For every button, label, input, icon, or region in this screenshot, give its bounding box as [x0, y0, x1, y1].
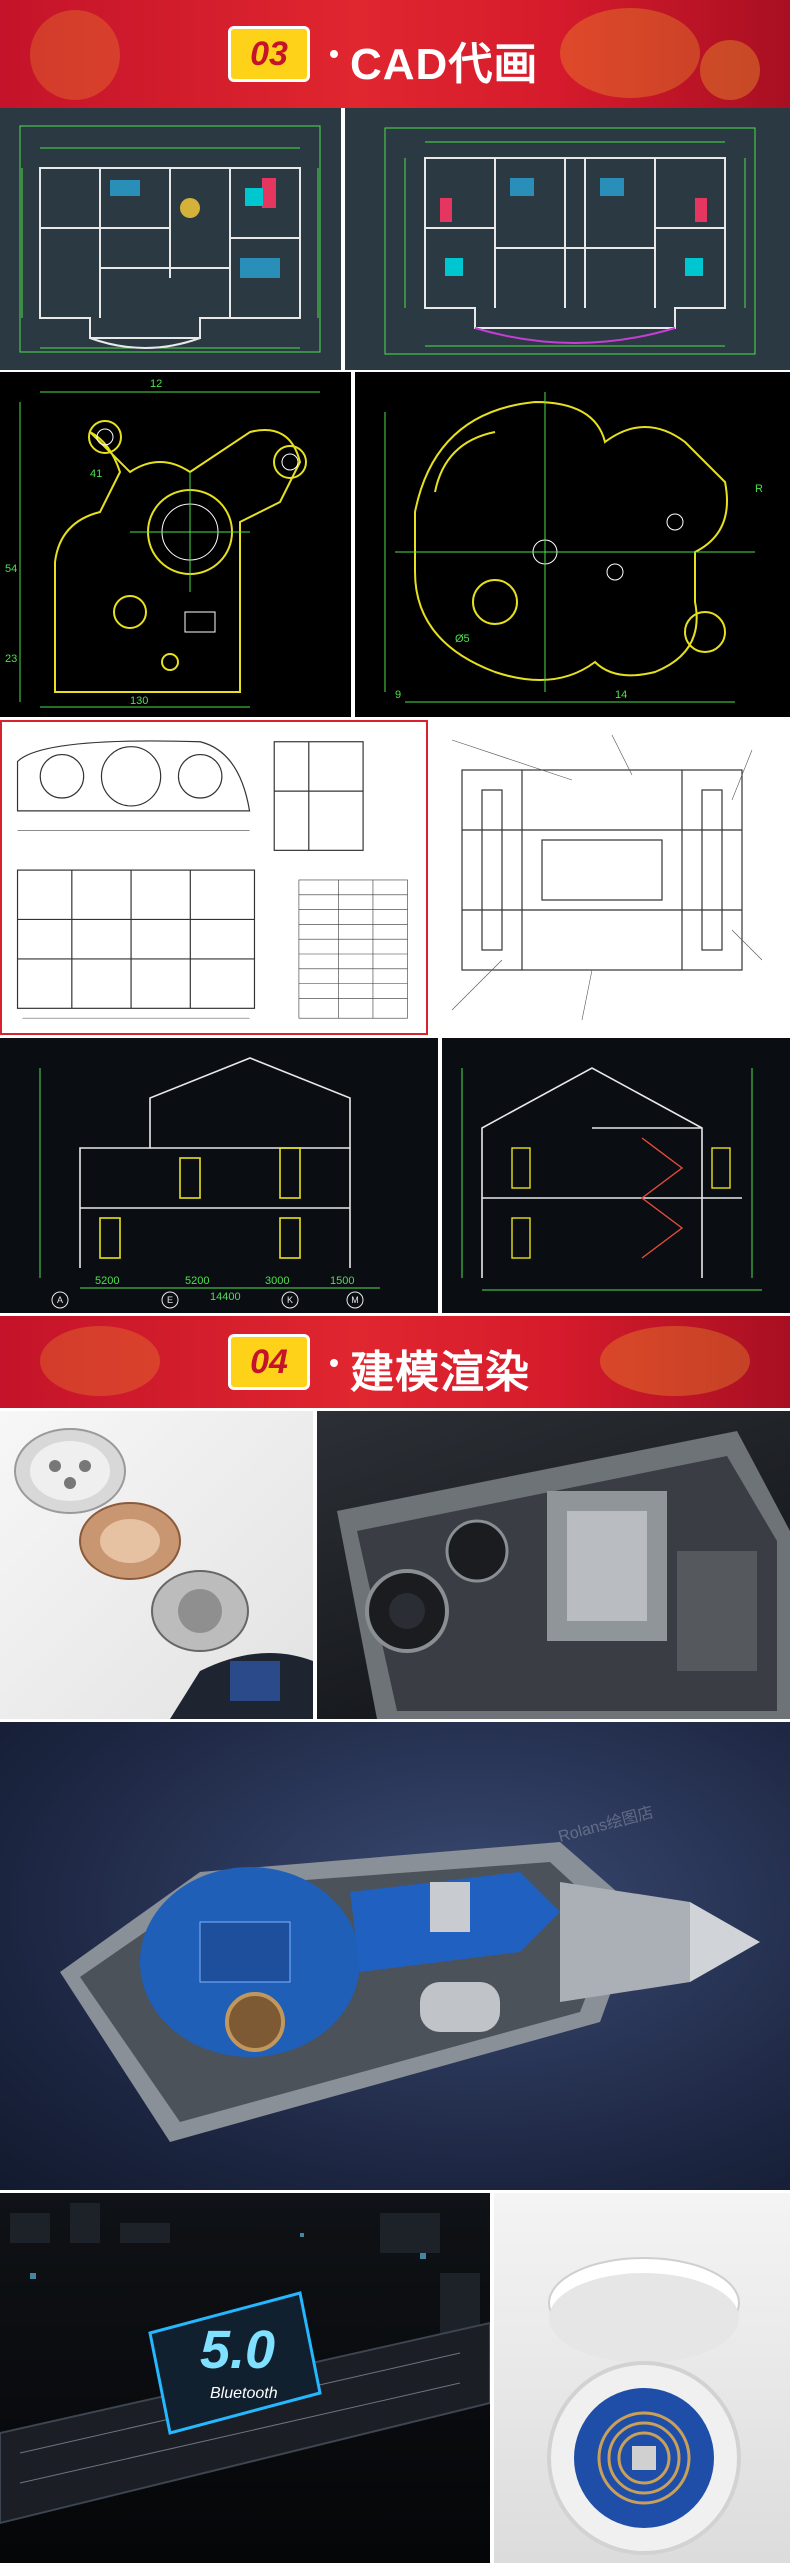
device-render [337, 1431, 790, 1719]
svg-text:5200: 5200 [185, 1275, 209, 1287]
assembly-drawing [451, 734, 763, 1021]
svg-text:23: 23 [5, 653, 17, 665]
car-charger-render: Rolans绘图店 [0, 1722, 790, 2190]
svg-text:41: 41 [90, 468, 102, 480]
bluetooth-version-text: 5.0 [200, 2320, 275, 2380]
floor-plan-right [345, 108, 790, 370]
device-cutaway-render [317, 1411, 790, 1719]
floor-plan-drawing [19, 125, 321, 353]
mechanical-part-right: R 14 9 Ø5 [355, 372, 790, 717]
section-number: 03 [228, 26, 310, 82]
mechanical-part-left: 12 41 130 54 23 [0, 372, 351, 717]
svg-text:14: 14 [615, 689, 627, 701]
wireless-charger-render [494, 2193, 790, 2563]
svg-text:Ø5: Ø5 [455, 633, 470, 645]
earphone-exploded-render [0, 1411, 313, 1719]
svg-text:R: R [755, 483, 763, 495]
assembly-section-drawing [432, 720, 790, 1035]
building-section-left: 5200 5200 3000 1500 14400 A E K M [0, 1038, 438, 1313]
svg-text:5200: 5200 [95, 1275, 119, 1287]
mechanical-drawing: 12 41 130 54 23 [5, 378, 320, 708]
assembly-drawing [16, 740, 408, 1019]
floor-plan-drawing [384, 127, 756, 355]
section-04-banner: 04 建模渲染 [0, 1316, 790, 1408]
svg-text:12: 12 [150, 378, 162, 390]
bluetooth-chip-render: 5.0 Bluetooth [0, 2193, 490, 2563]
svg-text:E: E [167, 1295, 173, 1305]
bluetooth-label-text: Bluetooth [210, 2385, 278, 2402]
section-03-banner: 03 CAD代画 [0, 0, 790, 108]
pcb-render: 5.0 Bluetooth [0, 2203, 490, 2525]
charger-render: Rolans绘图店 [60, 1803, 760, 2142]
svg-text:1500: 1500 [330, 1275, 354, 1287]
gearbox-assembly-drawing [0, 720, 428, 1035]
svg-text:K: K [287, 1295, 293, 1305]
svg-text:14400: 14400 [210, 1291, 241, 1303]
section-title: 建模渲染 [350, 1348, 530, 1397]
svg-text:9: 9 [395, 689, 401, 701]
floor-plan-left [0, 108, 341, 370]
svg-text:54: 54 [5, 563, 17, 575]
svg-text:M: M [351, 1295, 359, 1305]
title-dot [330, 50, 338, 58]
mechanical-drawing: R 14 9 Ø5 [384, 392, 763, 703]
title-dot [330, 1359, 338, 1367]
svg-text:3000: 3000 [265, 1275, 289, 1287]
svg-text:130: 130 [130, 695, 148, 707]
charger-pad-render [547, 2257, 741, 2555]
building-section-right [442, 1038, 790, 1313]
section-title: CAD代画 [350, 40, 539, 89]
earphone-render [14, 1428, 313, 1719]
section-number: 04 [228, 1334, 310, 1390]
elevation-drawing [461, 1067, 762, 1291]
svg-text:A: A [57, 1295, 63, 1305]
svg-text:Rolans绘图店: Rolans绘图店 [556, 1803, 655, 1846]
elevation-drawing: 5200 5200 3000 1500 14400 A E K M [39, 1057, 380, 1309]
